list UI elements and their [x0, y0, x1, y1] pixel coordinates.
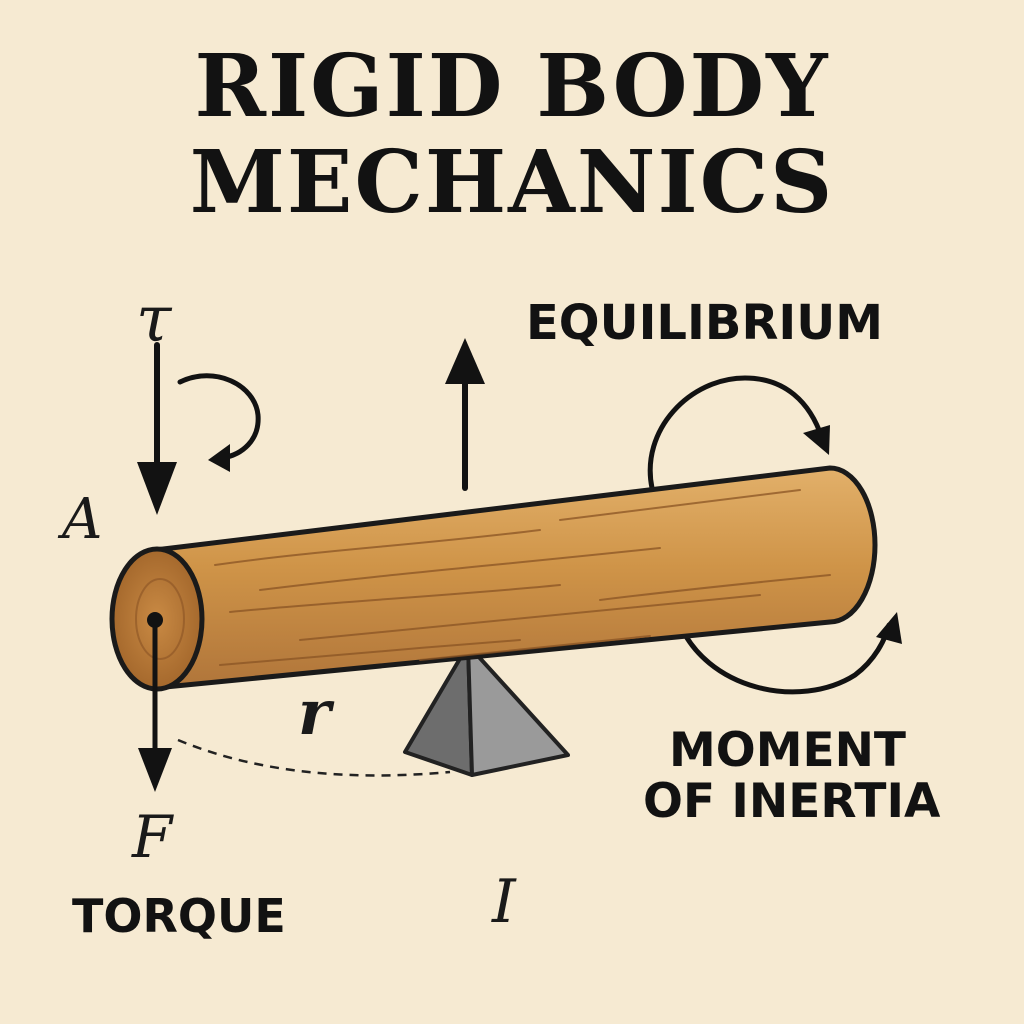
force-f-arrow	[138, 612, 172, 792]
torque-curl-arrow	[177, 373, 261, 472]
force-f-symbol: F	[132, 803, 173, 871]
moment-label-line-1: MOMENT	[669, 723, 906, 778]
tau-down-arrow	[137, 342, 177, 515]
wooden-log	[109, 465, 878, 692]
moment-of-inertia-label: MOMENT OF INERTIA	[643, 723, 941, 829]
title-line-2: MECHANICS	[189, 132, 835, 233]
lever-arm-r-symbol: r	[298, 676, 331, 749]
tau-symbol: τ	[136, 283, 172, 357]
rotation-arrow-top	[647, 375, 830, 491]
torque-label: TORQUE	[72, 889, 286, 943]
point-a-symbol: A	[62, 487, 103, 552]
moment-inertia-i-symbol: I	[492, 867, 516, 937]
fulcrum	[403, 643, 570, 777]
title-line-1: RIGID BODY	[194, 36, 830, 137]
equilibrium-label: EQUILIBRIUM	[526, 295, 884, 351]
equilibrium-force-arrow	[445, 338, 485, 491]
moment-label-line-2: OF INERTIA	[643, 773, 941, 829]
rotation-arrow-bottom	[675, 612, 902, 695]
